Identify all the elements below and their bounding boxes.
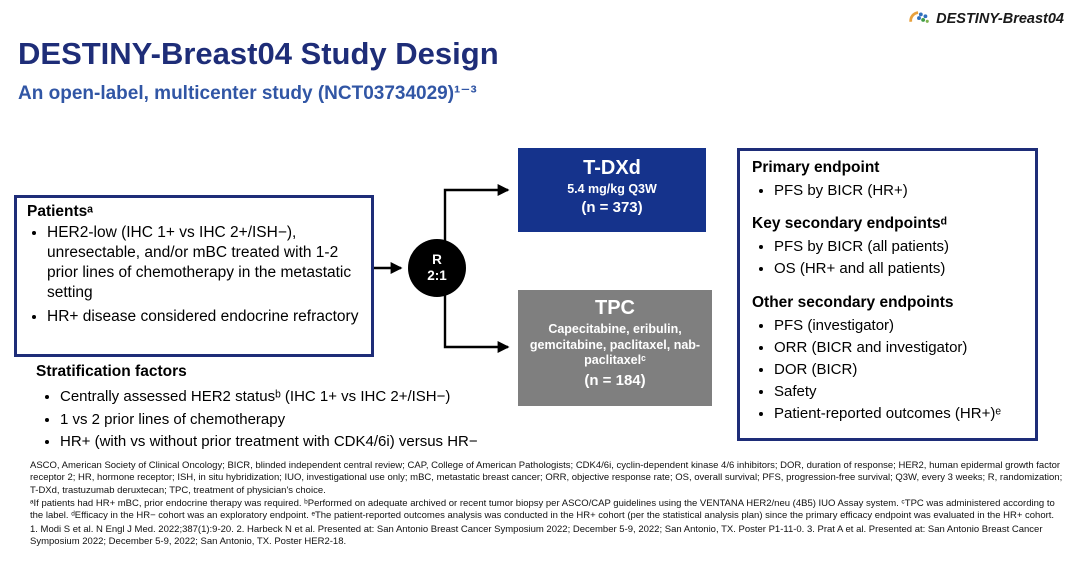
other-secondary-endpoint-list: PFS (investigator) ORR (BICR and investi… [752, 315, 1023, 426]
page-subtitle: An open-label, multicenter study (NCT037… [18, 83, 477, 104]
tdxd-arm-dose: 5.4 mg/kg Q3W [567, 182, 657, 196]
key-secondary-endpoints-heading: Key secondary endpointsᵈ [752, 215, 947, 233]
endpoint-item: PFS (investigator) [774, 315, 1023, 337]
randomization-r: R [432, 252, 442, 268]
patients-bullet-list: HER2-low (IHC 1+ vs IHC 2+/ISH−), unrese… [27, 223, 361, 327]
stratification-bullet: 1 vs 2 prior lines of chemotherapy [60, 409, 536, 432]
tpc-arm-box: TPC Capecitabine, eribulin, gemcitabine,… [518, 290, 712, 406]
page-title: DESTINY-Breast04 Study Design [18, 36, 499, 71]
endpoint-item: DOR (BICR) [774, 359, 1023, 381]
stratification-bullet: HR+ (with vs without prior treatment wit… [60, 431, 536, 454]
endpoint-item: PFS by BICR (HR+) [774, 180, 1023, 202]
stratification-bullet-list: Centrally assessed HER2 statusᵇ (IHC 1+ … [36, 386, 536, 454]
tdxd-arm-n: (n = 373) [581, 199, 643, 216]
endpoint-item: ORR (BICR and investigator) [774, 337, 1023, 359]
tpc-arm-name: TPC [595, 297, 635, 319]
tpc-arm-n: (n = 184) [584, 371, 646, 389]
other-secondary-endpoints-heading: Other secondary endpoints [752, 293, 954, 311]
stratification-bullet: Centrally assessed HER2 statusᵇ (IHC 1+ … [60, 386, 536, 409]
endpoint-item: Safety [774, 381, 1023, 403]
footnotes-text: ᵃIf patients had HR+ mBC, prior endocrin… [30, 498, 1055, 522]
endpoint-item: OS (HR+ and all patients) [774, 258, 1023, 280]
tpc-arm-drugs: Capecitabine, eribulin, gemcitabine, pac… [529, 322, 701, 368]
endpoints-box: Primary endpoint PFS by BICR (HR+) Key s… [737, 148, 1038, 441]
endpoint-item: Patient-reported outcomes (HR+)ᵉ [774, 403, 1023, 425]
patients-heading: Patientsᵃ [27, 203, 94, 220]
references-text: 1. Modi S et al. N Engl J Med. 2022;387(… [30, 523, 1043, 548]
key-secondary-endpoint-list: PFS by BICR (all patients) OS (HR+ and a… [752, 236, 1023, 280]
patients-bullet: HR+ disease considered endocrine refract… [47, 307, 361, 327]
primary-endpoint-heading: Primary endpoint [752, 159, 880, 176]
randomization-circle: R 2:1 [408, 239, 466, 297]
randomization-ratio: 2:1 [427, 268, 447, 283]
trial-logo-text: DESTINY-Breast04 [936, 11, 1064, 27]
stratification-heading: Stratification factors [36, 363, 187, 380]
stratification-section: Stratification factors Centrally assesse… [36, 363, 536, 454]
tdxd-arm-name: T-DXd [583, 157, 641, 179]
patients-bullet: HER2-low (IHC 1+ vs IHC 2+/ISH−), unrese… [47, 223, 361, 304]
trial-logo: DESTINY-Breast04 [908, 8, 1064, 30]
tdxd-arm-box: T-DXd 5.4 mg/kg Q3W (n = 373) [518, 148, 706, 232]
primary-endpoint-list: PFS by BICR (HR+) [752, 180, 1023, 202]
footer: ASCO, American Society of Clinical Oncol… [30, 460, 1064, 549]
endpoint-item: PFS by BICR (all patients) [774, 236, 1023, 258]
abbreviations-text: ASCO, American Society of Clinical Oncol… [30, 460, 1063, 496]
patients-box: Patientsᵃ HER2-low (IHC 1+ vs IHC 2+/ISH… [14, 195, 374, 357]
destiny-flower-icon [909, 11, 929, 23]
